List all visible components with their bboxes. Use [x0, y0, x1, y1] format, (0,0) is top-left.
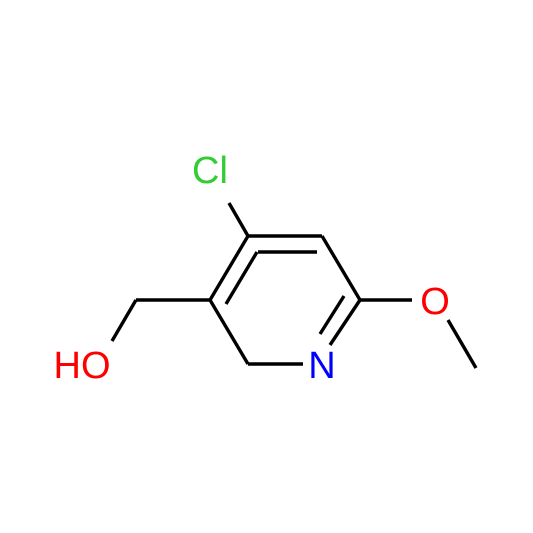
bond-n-c6-inner	[318, 295, 346, 335]
bond-c6-c5	[320, 235, 362, 301]
methoxy-oxygen-label: O	[420, 281, 450, 323]
bond-c3-c2	[208, 299, 250, 365]
chlorine-label: Cl	[192, 150, 228, 192]
bond-c4-c3-inner	[224, 251, 259, 305]
hydroxyl-label: HO	[54, 345, 111, 387]
bond-ch2-oh	[110, 299, 138, 342]
bond-c4-cl	[227, 202, 250, 237]
nitrogen-label: N	[308, 345, 335, 387]
bond-n-c6	[328, 299, 362, 346]
bond-o-ch3	[446, 319, 478, 369]
bond-c4-c3	[208, 235, 250, 301]
